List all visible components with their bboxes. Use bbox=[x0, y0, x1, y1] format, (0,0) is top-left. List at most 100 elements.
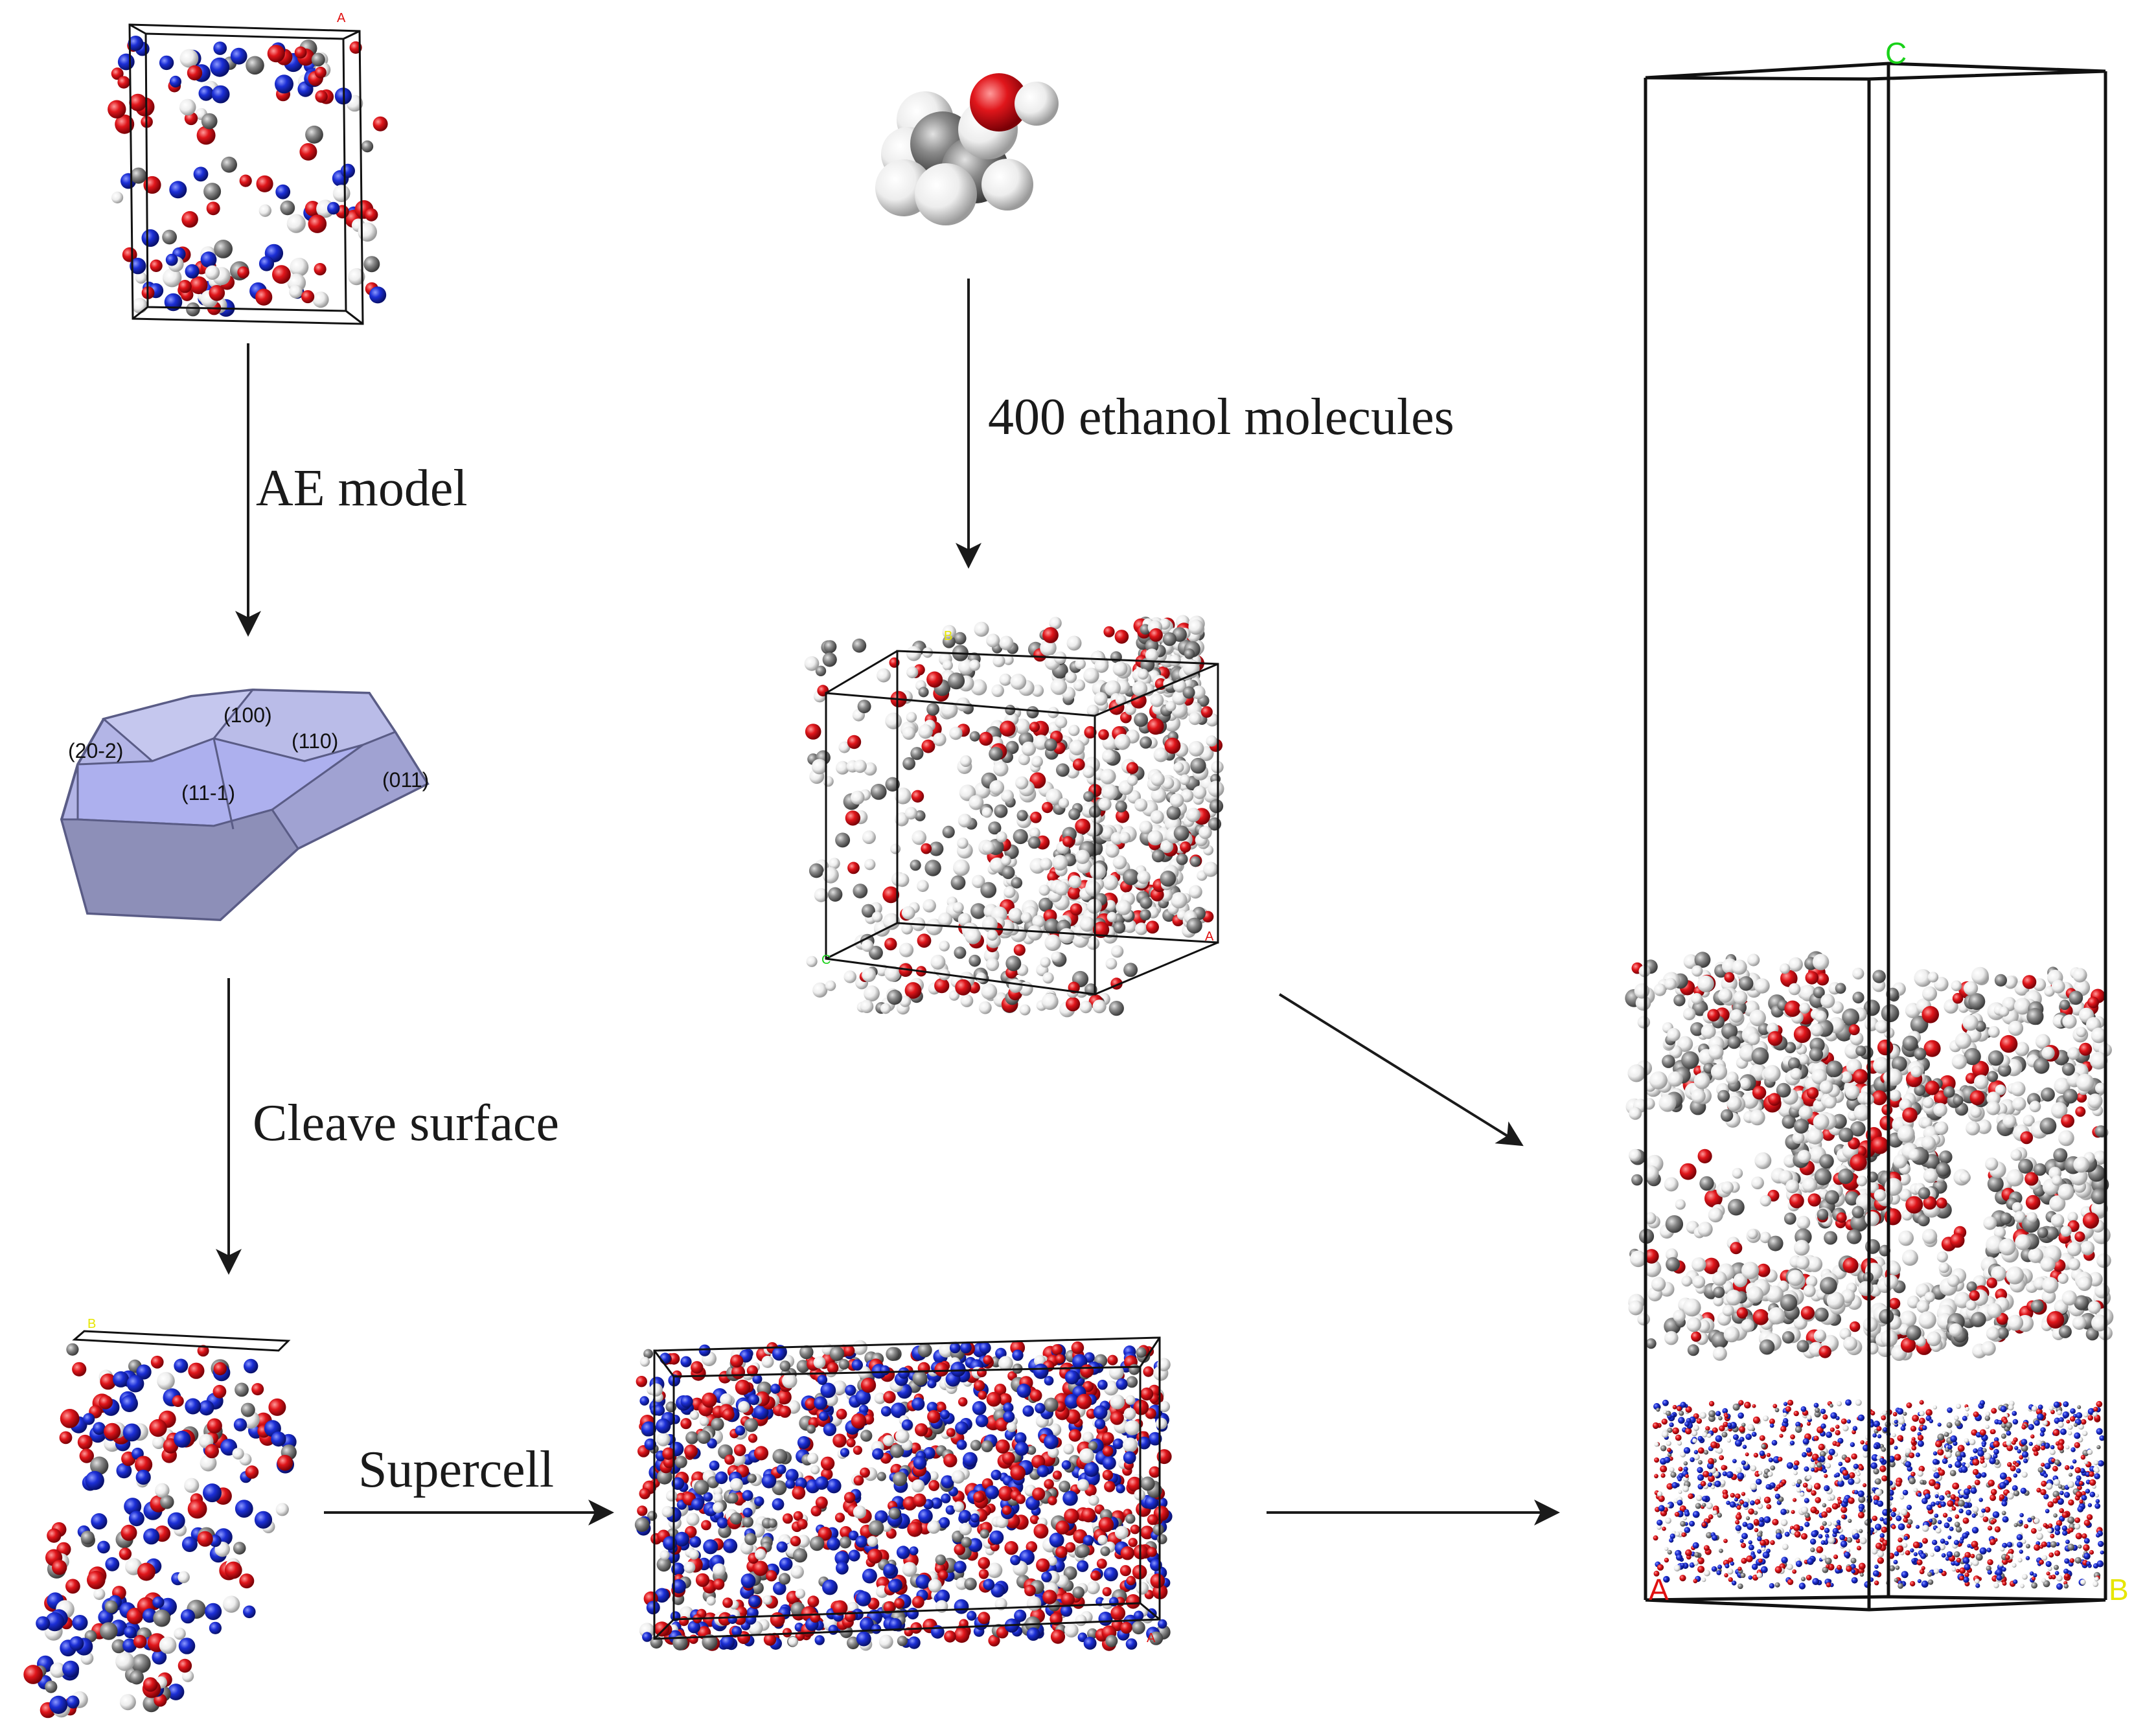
atom bbox=[923, 1446, 935, 1459]
atom bbox=[1164, 737, 1181, 754]
atom bbox=[1784, 1531, 1790, 1537]
atom bbox=[1873, 1421, 1880, 1428]
atom bbox=[644, 1438, 656, 1450]
atom bbox=[1675, 1434, 1682, 1441]
atom bbox=[753, 1560, 768, 1576]
atom bbox=[926, 703, 939, 716]
atom bbox=[2077, 1505, 2084, 1513]
atom bbox=[2039, 1117, 2057, 1135]
atom bbox=[1917, 1214, 1930, 1227]
atom bbox=[1794, 1460, 1800, 1466]
atom bbox=[1846, 1419, 1852, 1424]
atom bbox=[1055, 1520, 1070, 1535]
atom bbox=[1877, 1550, 1885, 1558]
atom bbox=[1715, 1435, 1723, 1443]
facet-label-11-1: (11-1) bbox=[181, 781, 235, 805]
atom bbox=[1081, 1507, 1096, 1523]
atom bbox=[1993, 1226, 2006, 1239]
atom bbox=[1114, 733, 1130, 750]
atom bbox=[1691, 1089, 1706, 1104]
atom bbox=[1852, 967, 1864, 980]
atom bbox=[2008, 1549, 2014, 1555]
atom bbox=[2036, 1487, 2041, 1493]
atom bbox=[1149, 1631, 1164, 1645]
atom bbox=[1719, 1425, 1725, 1432]
atom bbox=[1019, 1004, 1031, 1016]
atom bbox=[977, 1367, 987, 1378]
atom bbox=[654, 1404, 665, 1416]
atom bbox=[1888, 1565, 1896, 1571]
atom bbox=[1951, 980, 1962, 992]
atom bbox=[1069, 739, 1085, 756]
atom bbox=[2076, 1412, 2083, 1419]
atom bbox=[2067, 1242, 2082, 1257]
atom bbox=[1697, 1222, 1713, 1237]
atom bbox=[792, 1548, 808, 1563]
atom bbox=[1818, 1345, 1831, 1358]
atom bbox=[1125, 1395, 1136, 1405]
atom bbox=[1708, 1457, 1714, 1465]
atom bbox=[1905, 1448, 1911, 1454]
atom bbox=[855, 1535, 868, 1548]
atom bbox=[1908, 1148, 1921, 1161]
atom bbox=[1749, 1109, 1765, 1126]
atom bbox=[1173, 762, 1184, 773]
atom bbox=[1086, 1581, 1100, 1595]
atom bbox=[1888, 1297, 1901, 1310]
atom bbox=[864, 858, 876, 871]
atom bbox=[1015, 718, 1031, 735]
atom bbox=[1728, 1557, 1734, 1563]
atom bbox=[883, 913, 900, 930]
atom bbox=[792, 1486, 806, 1500]
atom bbox=[634, 1517, 650, 1532]
atom bbox=[1134, 713, 1149, 727]
atom bbox=[1897, 1125, 1915, 1143]
atom bbox=[1852, 1205, 1864, 1218]
atom bbox=[1044, 918, 1060, 934]
atom bbox=[1926, 1331, 1942, 1347]
atom bbox=[1003, 1411, 1015, 1423]
atom bbox=[1036, 1558, 1050, 1572]
atom bbox=[1890, 1512, 1896, 1518]
atom bbox=[1704, 1570, 1710, 1577]
atom bbox=[1774, 1408, 1780, 1413]
atom bbox=[894, 787, 912, 805]
atom bbox=[777, 1389, 792, 1405]
atom bbox=[2068, 1258, 2081, 1271]
atom bbox=[970, 903, 987, 919]
atom bbox=[1103, 626, 1115, 637]
atom bbox=[1780, 1294, 1798, 1312]
atom bbox=[1819, 1154, 1834, 1169]
atom bbox=[1826, 1292, 1845, 1310]
unit-cell-model: A bbox=[108, 11, 388, 325]
atom bbox=[1977, 1119, 1991, 1134]
atom bbox=[809, 1536, 825, 1551]
atom bbox=[1739, 1538, 1744, 1543]
atom bbox=[2041, 1463, 2045, 1467]
atom bbox=[1850, 1442, 1855, 1447]
atom bbox=[1729, 1501, 1736, 1508]
atom bbox=[1898, 1230, 1914, 1246]
atom bbox=[1766, 1504, 1772, 1510]
atom bbox=[1790, 1068, 1802, 1080]
atom bbox=[1993, 1448, 1999, 1455]
atom bbox=[918, 724, 933, 739]
atom bbox=[1969, 1090, 1985, 1106]
atom bbox=[1791, 1510, 1795, 1514]
atom bbox=[1950, 1494, 1956, 1500]
atom bbox=[2042, 1555, 2048, 1561]
atom bbox=[111, 191, 124, 203]
atom bbox=[814, 1635, 825, 1645]
atom bbox=[1005, 740, 1019, 755]
atom bbox=[1716, 1570, 1721, 1575]
atom bbox=[1114, 630, 1129, 644]
atom bbox=[1027, 1445, 1037, 1455]
atom bbox=[93, 1588, 106, 1600]
atom bbox=[890, 843, 901, 854]
atom bbox=[2001, 1423, 2006, 1428]
atom bbox=[1135, 922, 1148, 935]
atom bbox=[1933, 1405, 1937, 1410]
atom bbox=[2036, 1408, 2043, 1415]
atom bbox=[1824, 1096, 1837, 1109]
atom bbox=[1987, 1559, 1993, 1566]
